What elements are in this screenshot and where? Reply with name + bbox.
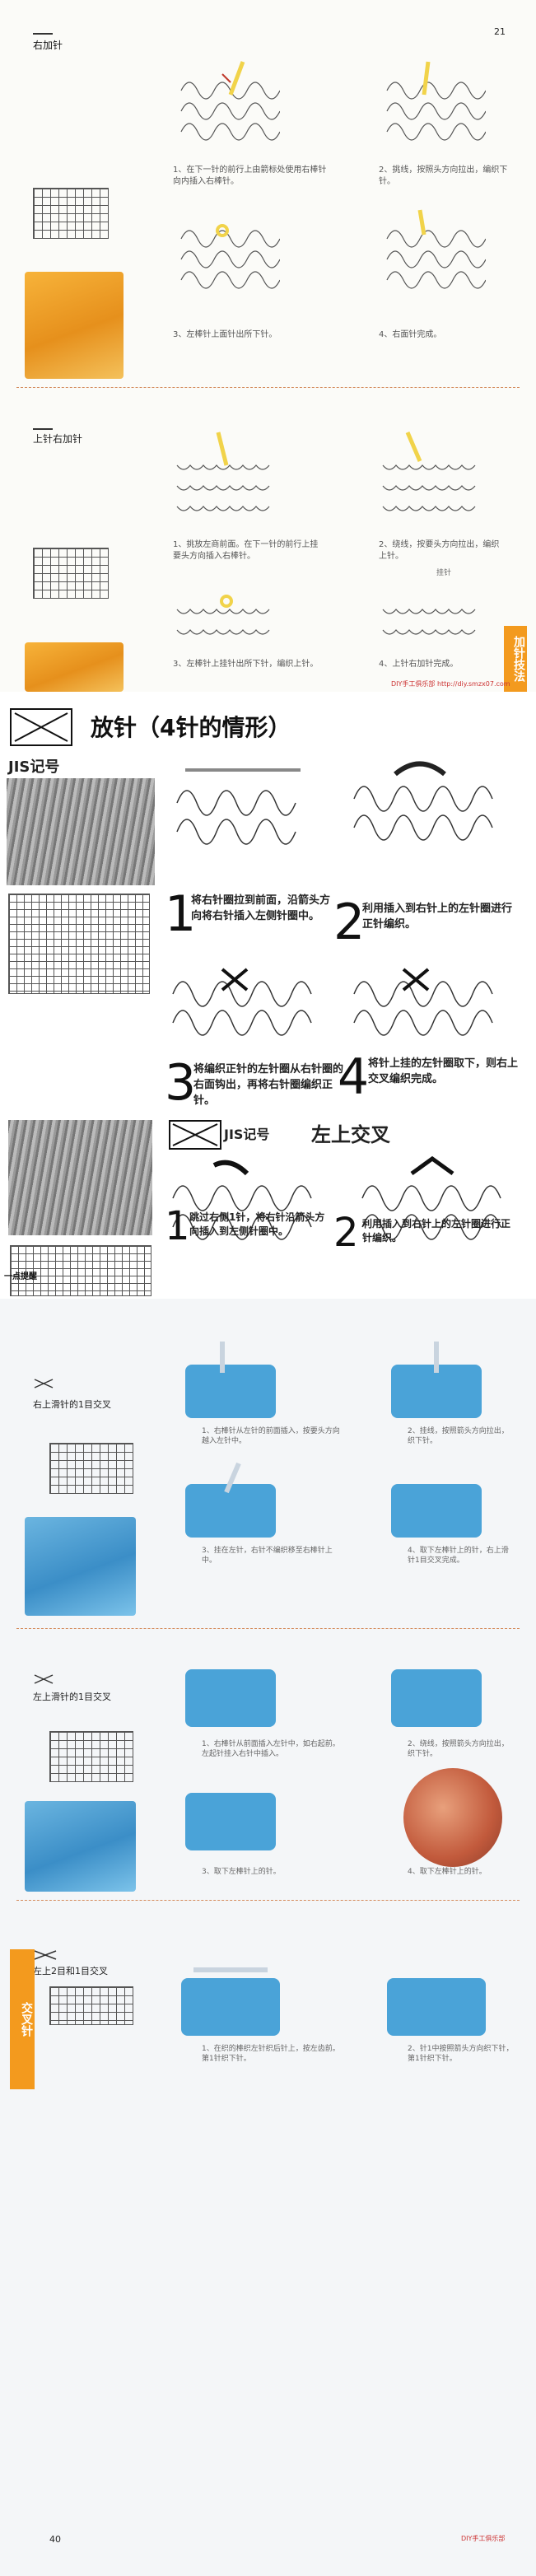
step-number: 2 (333, 894, 366, 951)
step-text: 利用插入到右针上的左针圈进行正针编织。 (362, 903, 513, 931)
step-illustration-1 (185, 1342, 276, 1418)
page-title: 放针（4针的情形） (91, 714, 291, 741)
step-illustration-3 (180, 224, 280, 289)
section-divider (16, 1900, 520, 1901)
step-illustration-1 (181, 1967, 280, 2036)
slip-cross-symbol-icon (33, 1673, 54, 1685)
section-title: 右上滑针的1目交叉 (33, 1399, 111, 1410)
step-illustration-2 (353, 761, 493, 841)
step-illustration-4 (391, 1484, 482, 1538)
footer-stamp: DIY手工俱乐部 (461, 2535, 506, 2542)
step-illustration-3 (185, 1793, 276, 1850)
page-cross-stitches: 放针（4针的情形） JIS记号 1 将右针圈拉到前面，沿箭头方向将右针插入左侧针… (0, 692, 536, 1299)
purl-increase-symbol-icon (33, 420, 53, 430)
step-number: 4 (338, 1048, 370, 1106)
footer-stamp: DIY手工俱乐部 http://diy.smzx07.com (391, 680, 510, 688)
step-text: 3、挂在左针，右针不编织移至右棒针上中。 (202, 1547, 333, 1565)
knit-sample-photo (8, 1120, 152, 1235)
step-number: 1 (165, 885, 197, 943)
side-tab: 加针技法 (504, 626, 527, 692)
step-illustration-2 (391, 1669, 482, 1727)
step-number: 2 (333, 1210, 359, 1256)
decorative-illustration (403, 1768, 502, 1867)
step-text: 1、在织的棒织左针织后针上，按左齿前。第1针织下针。 (202, 2045, 340, 2063)
tip-block: 一点提醒 (4, 1272, 531, 1283)
chart-grid (10, 1245, 151, 1296)
section-title: 左上交叉 (311, 1123, 390, 1146)
step-text: 2、针1中按照箭头方向织下针，第1针织下针。 (408, 2045, 514, 2063)
step-number: 3 (165, 1054, 197, 1112)
step-illustration-4 (353, 968, 493, 1036)
step-text: 3、取下左棒针上的针。 (202, 1868, 281, 1876)
side-tab: 交叉针 (10, 1949, 35, 2089)
chart-grid (33, 188, 109, 239)
step-illustration-2 (391, 1342, 482, 1418)
step-text: 4、上针右加针完成。 (379, 660, 459, 669)
page-number: 40 (49, 2534, 61, 2545)
step-text: 1、挑放左商前面。在下一针的前行上挂要头方向插入右棒针。 (173, 540, 319, 561)
step-illustration-4 (386, 209, 486, 289)
section-title: 左上滑针的1目交叉 (33, 1692, 111, 1702)
chart-grid (33, 548, 109, 599)
step-illustration-2 (387, 1978, 486, 2036)
step-number: 1 (165, 1203, 190, 1249)
chart-grid (49, 1731, 133, 1782)
step-text: 1、右棒针从前面插入左针中，如右起前。左起针挂入右针中插入。 (202, 1740, 340, 1758)
page2-text-layer: 1 跳过右侧1针，将右针沿箭头方向插入到左侧针圈中。 2 利用插入到右针上的左针… (0, 692, 536, 1299)
step-text: 4、取下左棒针上的针，右上滑针1目交叉完成。 (408, 1547, 509, 1565)
tip-label: 一点提醒 (4, 1272, 37, 1281)
step-text: 3、左棒针上挂针出所下针，编织上针。 (173, 660, 319, 669)
cross-symbol-icon (169, 1120, 221, 1150)
step-text: 2、绕线，按要头方向拉出，编织上针。 (379, 540, 500, 561)
step-text: 将针上挂的左针圈取下，则右上交叉编织完成。 (368, 1057, 519, 1085)
step-illustration-2 (386, 61, 486, 141)
knit-sample-photo (25, 1517, 136, 1616)
step-text: 1、右棒针从左针的前面插入，按要头方向越入左针中。 (202, 1427, 340, 1445)
step-text: 3、左棒针上面针出所下针。 (173, 330, 277, 339)
step-text: 利用插入到右针上的左针圈进行正针编织。 (362, 1218, 511, 1244)
step-text: 2、挑线，按照头方向拉出，编织下针。 (379, 166, 508, 186)
knit-sample-photo (7, 778, 155, 885)
jis-label: JIS记号 (224, 1127, 270, 1142)
annotation-label: 挂针 (436, 569, 452, 577)
section-title-purl-right-increase: 上针右加针 (33, 433, 83, 445)
knit-sample-photo (25, 642, 124, 692)
section-title: 左上2目和1目交叉 (33, 1966, 108, 1976)
step-text: 跳过右侧1针，将右针沿箭头方向插入到左侧针圈中。 (189, 1211, 325, 1237)
step-text: 4、取下左棒针上的针。 (408, 1868, 487, 1876)
step-illustration-1 (176, 432, 270, 511)
page-increase-stitches: 右加针 1、在下一针的前行上由箭标处使用右棒针向内插入右棒针。 2、挑线，按照头… (0, 0, 536, 692)
knit-sample-photo (25, 272, 124, 379)
chart-grid (49, 1443, 133, 1494)
step-text: 将编织正针的左针圈从右针圈的右面钩出，再将右针圈编织正针。 (193, 1063, 344, 1107)
step-text: 4、右面针完成。 (379, 330, 442, 339)
section-divider (16, 387, 520, 388)
step-text: 2、挂线，按照箭头方向拉出，织下针。 (408, 1427, 509, 1445)
slip-cross-symbol-icon (33, 1378, 54, 1389)
page-number: 21 (494, 26, 506, 37)
step-illustration-3 (176, 595, 270, 635)
step-illustration-1 (176, 768, 301, 845)
step-illustration-3 (185, 1462, 276, 1538)
jis-label: JIS记号 (8, 758, 60, 776)
cross-symbol-icon (10, 708, 72, 746)
knit-sample-photo (25, 1801, 136, 1892)
chart-grid (8, 894, 150, 994)
step-illustration-3 (172, 968, 312, 1036)
section-divider (16, 1628, 520, 1629)
step-illustration-1 (180, 61, 280, 141)
increase-symbol-icon (33, 25, 53, 35)
step-text: 将右针圈拉到前面，沿箭头方向将右针插入左侧针圈中。 (191, 894, 331, 922)
step-illustration-4 (382, 609, 476, 635)
step-text: 2、绕线，按照箭头方向拉出，织下针。 (408, 1740, 509, 1758)
step-text: 1、在下一针的前行上由箭标处使用右棒针向内插入右棒针。 (173, 166, 327, 186)
step-illustration-1 (172, 1160, 312, 1240)
chart-grid (49, 1986, 133, 2025)
step-illustration-2 (382, 432, 476, 511)
page-slip-cross-stitches: 右上滑针的1目交叉 1、右棒针从左针的前面插入，按要头方向越入左针中。 2、挂线… (0, 1299, 536, 2576)
step-illustration-2 (361, 1155, 501, 1240)
cross-2-1-symbol-icon (33, 1949, 58, 1961)
section-title-right-increase: 右加针 (33, 40, 63, 51)
step-illustration-1 (185, 1669, 276, 1727)
